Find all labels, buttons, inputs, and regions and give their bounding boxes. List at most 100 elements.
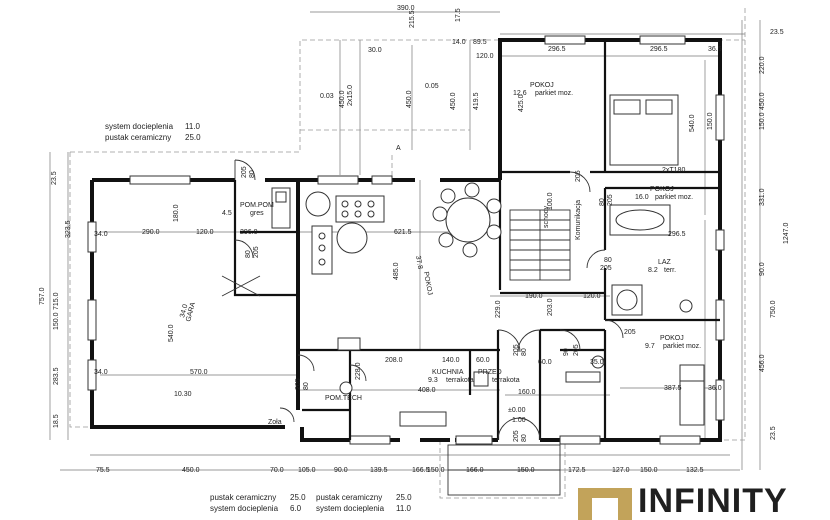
room-label-kitchen: KUCHNIA — [432, 369, 464, 376]
legend-bm-value-2: 11.0 — [396, 504, 411, 513]
dim-bottom-12: 150.0 — [640, 467, 658, 474]
dim-inner-4: 34.0 — [94, 231, 108, 238]
legend-bl-label-1: pustak ceramiczny — [210, 493, 277, 502]
legend-bm-label-1: pustak ceramiczny — [316, 493, 383, 502]
dim-top-20: 2xT180 — [662, 167, 685, 174]
door-swings — [234, 159, 624, 441]
brand-logo: INFINITY — [578, 484, 830, 520]
dim-inner-26: 36.0 — [708, 385, 722, 392]
misc-1: schody — [543, 205, 550, 228]
room-area-br: 9.7 — [645, 343, 655, 350]
dim-inner-11: 208.0 — [385, 357, 403, 364]
dim-top-17: 540.0 — [689, 114, 696, 132]
dim-inner-14: 408.0 — [418, 387, 436, 394]
misc-2: Zoła — [268, 419, 282, 426]
dim-left-4: 150.0 — [53, 312, 60, 330]
dim-bottom-2: 70.0 — [270, 467, 284, 474]
dim-top-5: 296.5 — [548, 46, 566, 53]
door-4: 205 — [575, 170, 582, 182]
door-6: 80 — [599, 198, 606, 206]
legend-bm-value-1: 25.0 — [396, 493, 412, 502]
dim-top-4: 120.0 — [476, 53, 494, 60]
room-area-top2: 16.0 — [635, 194, 649, 201]
dim-inner-24: 387.5 — [664, 385, 682, 392]
interior-walls — [233, 40, 720, 440]
door-5: 205 — [607, 194, 614, 206]
dims-right: 220.0450.0150.0150.0331.01247.090.0750.0… — [707, 56, 790, 440]
dim-inner-13: 60.0 — [476, 357, 490, 364]
door-8: 80 — [604, 257, 612, 264]
legend-top-label-1: system docieplenia — [105, 122, 174, 131]
room-label-br: POKOJ — [660, 335, 684, 342]
dim-left-2: 757.0 — [39, 287, 46, 305]
dim-inner-0: 290.0 — [142, 229, 160, 236]
dim-right-1: 450.0 — [759, 92, 766, 110]
door-13: 90 — [563, 348, 570, 356]
dim-bottom-11: 127.0 — [612, 467, 630, 474]
door-12: 205 — [573, 344, 580, 356]
staircase — [509, 209, 571, 281]
dim-top-16: 425.0 — [518, 94, 525, 112]
porch — [447, 444, 561, 496]
dim-inner-9: 10.30 — [174, 391, 192, 398]
logo-mark-icon — [578, 488, 632, 520]
dim-bottom-6: 166.5 — [412, 467, 430, 474]
legend-bl-value-2: 6.0 — [290, 504, 302, 513]
dim-top-14: 450.0 — [450, 92, 457, 110]
dim-top-8: 23.5 — [770, 29, 784, 36]
dim-inner-19: 203.0 — [547, 298, 554, 316]
fixtures — [221, 94, 705, 427]
dim-top-2: 14.0 — [452, 39, 466, 46]
door-14: 205 — [513, 430, 520, 442]
room-finish-bath: terr. — [664, 267, 676, 274]
dim-inner-23: 160.0 — [518, 389, 536, 396]
room-finish-br: parkiet moz. — [663, 343, 701, 350]
dim-bottom-7: 150.0 — [427, 467, 445, 474]
dim-inner-2: 180.0 — [173, 204, 180, 222]
room-area-bath: 8.2 — [648, 267, 658, 274]
dim-inner-10: 34.0 — [94, 369, 108, 376]
door-10: 205 — [513, 344, 520, 356]
door-16: 205 — [295, 378, 302, 390]
door-2: 205 — [253, 246, 260, 258]
room-finish-top2: parkiet moz. — [655, 194, 693, 201]
dim-left-1: 323.5 — [65, 220, 72, 238]
dim-inner-12: 140.0 — [442, 357, 460, 364]
room-finish-boiler: gres — [250, 210, 264, 217]
dim-left-5: 283.5 — [53, 367, 60, 385]
dim-top-3: 89.5 — [473, 39, 487, 46]
misc-0: A — [396, 145, 401, 152]
dim-inner-15: 228.0 — [355, 362, 362, 380]
room-label-hall: PRZED — [478, 369, 502, 376]
door-7: 205 — [600, 265, 612, 272]
dim-top-7: 36.5 — [708, 46, 722, 53]
logo-wordmark: INFINITY — [638, 484, 788, 520]
room-finish-kitchen: terrakota — [446, 377, 474, 384]
dim-top-19: 0.03 — [320, 93, 334, 100]
dim-bottom-4: 90.0 — [334, 467, 348, 474]
room-label-top2: POKOJ — [650, 186, 674, 193]
dim-top-10: 17.5 — [455, 8, 462, 22]
dim-bottom-9: 150.0 — [517, 467, 535, 474]
dim-top-12: 450.0 — [339, 90, 346, 108]
dim-top-13: 450.0 — [406, 90, 413, 108]
door-15: 80 — [521, 434, 528, 442]
room-label-stair: Komunikacja — [575, 200, 582, 240]
dim-bottom-0: 75.5 — [96, 467, 110, 474]
legend-bl-value-1: 25.0 — [290, 493, 306, 502]
room-label-living: POKOJ — [422, 271, 433, 296]
dim-top-0: 390.0 — [397, 5, 415, 12]
dim-inner-6: 485.0 — [393, 262, 400, 280]
dim-bottom-13: 132.5 — [686, 467, 704, 474]
dim-inner-17: 120.0 — [583, 293, 601, 300]
dim-right-3: 150.0 — [707, 112, 714, 130]
room-label-wc: POM.TECH — [325, 395, 362, 402]
